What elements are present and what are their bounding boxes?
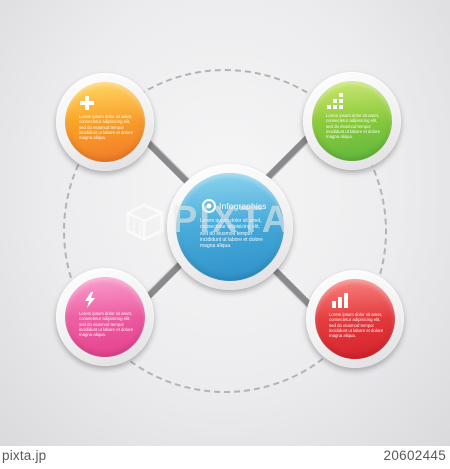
target-icon xyxy=(202,199,216,213)
node-bottom-left-disc: Lorem ipsum dolor sit amet, consectetur … xyxy=(65,277,145,357)
dashed-orbit-ring xyxy=(63,69,387,393)
node-top-left-text: Lorem ipsum dolor sit amet, consectetur … xyxy=(79,114,133,141)
footer-brand: pixta.jp xyxy=(2,448,47,463)
node-center-disc: Infographics Lorem ipsum dolor sit amet,… xyxy=(176,173,284,281)
node-top-right: Lorem ipsum dolor sit amet, consectetur … xyxy=(303,72,401,170)
footer-image-id: 20602445 xyxy=(383,448,446,463)
node-bottom-left-text: Lorem ipsum dolor sit amet, consectetur … xyxy=(79,311,133,338)
pixel-stairs-icon xyxy=(327,93,343,109)
lightning-icon xyxy=(85,292,95,308)
node-bottom-left: Lorem ipsum dolor sit amet, consectetur … xyxy=(56,268,154,366)
node-top-left-disc: Lorem ipsum dolor sit amet, consectetur … xyxy=(65,82,145,162)
node-bottom-right: Lorem ipsum dolor sit amet, consectetur … xyxy=(306,270,404,368)
center-title: Infographics xyxy=(219,201,267,211)
center-text: Lorem ipsum dolor sit amet, consectetur … xyxy=(200,218,263,250)
node-bottom-right-disc: Lorem ipsum dolor sit amet, consectetur … xyxy=(315,279,395,359)
plus-icon xyxy=(80,96,94,110)
footer-bar: pixta.jp 20602445 xyxy=(0,446,450,469)
node-center: Infographics Lorem ipsum dolor sit amet,… xyxy=(167,164,293,290)
infographic-canvas: Lorem ipsum dolor sit amet, consectetur … xyxy=(0,0,450,446)
bar-chart-icon xyxy=(332,293,348,308)
node-top-left: Lorem ipsum dolor sit amet, consectetur … xyxy=(56,73,154,171)
node-bottom-right-text: Lorem ipsum dolor sit amet, consectetur … xyxy=(329,312,383,339)
node-top-right-disc: Lorem ipsum dolor sit amet, consectetur … xyxy=(312,81,392,161)
node-top-right-text: Lorem ipsum dolor sit amet, consectetur … xyxy=(326,113,380,140)
